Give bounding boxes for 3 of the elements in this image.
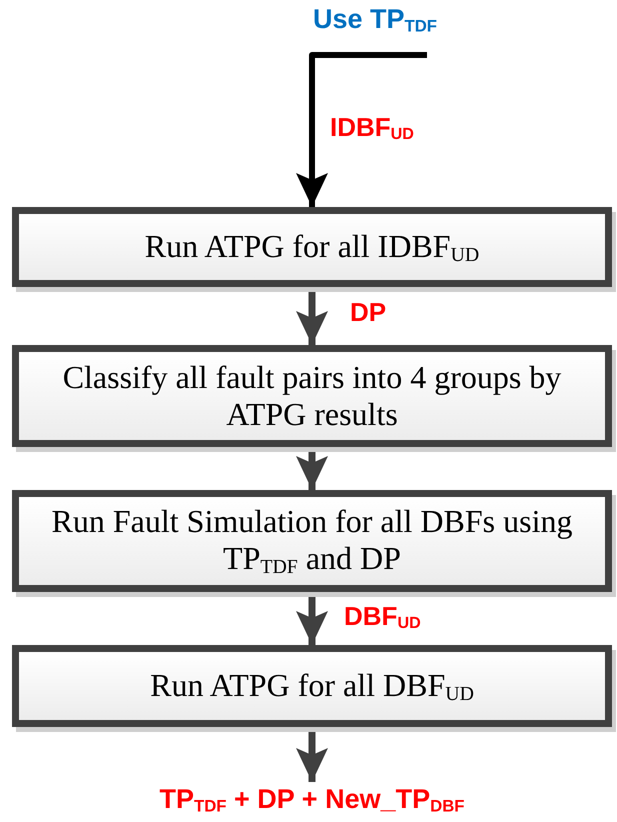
output-label: TP$_{TDF}$ + DP + New_TP$_{DBF}$ [112,782,512,818]
arrow [296,52,427,207]
input-label: Use TP$_{TDF}$ [280,4,470,58]
